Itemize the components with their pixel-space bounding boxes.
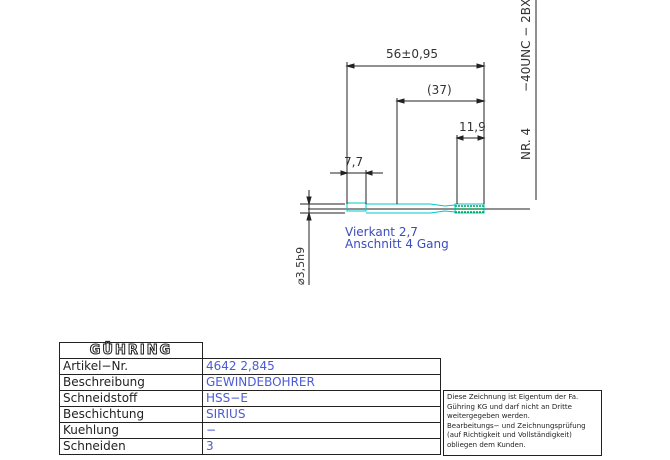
disclaimer-line: Gühring KG und darf nicht an Dritte <box>447 402 572 411</box>
row-value: 3 <box>202 438 441 455</box>
note-chamfer: Anschnitt 4 Gang <box>345 237 449 251</box>
neck-taper <box>429 203 456 207</box>
dimension-diameter <box>306 190 312 285</box>
dimension-square-length <box>330 170 383 176</box>
row-value: SIRIUS <box>202 406 441 423</box>
ownership-disclaimer: Diese Zeichnung ist Eigentum der Fa. Güh… <box>443 390 602 456</box>
title-block-row: Schneiden 3 <box>59 438 441 455</box>
overall-length-label: 56±0,95 <box>386 47 438 61</box>
thread-spec-label: −40UNC − 2BX <box>519 0 533 92</box>
row-label: Artikel−Nr. <box>59 358 203 375</box>
dimension-shank-length <box>395 98 486 104</box>
row-value: − <box>202 422 441 439</box>
thread-section <box>454 203 485 214</box>
square-length-label: 7,7 <box>344 155 363 169</box>
note-square: Vierkant 2,7 <box>345 225 418 239</box>
title-block-row: Artikel−Nr. 4642 2,845 <box>59 358 441 375</box>
dimension-overall-length <box>345 63 486 69</box>
dimension-thread-length <box>455 135 486 141</box>
row-label: Beschichtung <box>59 406 203 423</box>
title-block-row: Beschichtung SIRIUS <box>59 406 441 423</box>
diameter-label: ⌀3,5h9 <box>294 247 307 285</box>
row-label: Beschreibung <box>59 374 203 391</box>
row-label: Kuehlung <box>59 422 203 439</box>
tool-body <box>346 202 456 214</box>
disclaimer-line: Bearbeitungs− und Zeichnungsprüfung <box>447 421 586 430</box>
shank-length-label: (37) <box>427 83 452 97</box>
neck-taper-bottom <box>429 210 456 214</box>
disclaimer-line: weitergegeben werden. <box>447 412 530 420</box>
extension-lines <box>346 62 485 204</box>
disclaimer-line: obliegen dem Kunden. <box>447 440 526 449</box>
title-block: GÜHRING Artikel−Nr. 4642 2,845 Beschreib… <box>59 342 441 455</box>
row-label: Schneidstoff <box>59 390 203 407</box>
disclaimer-line: Diese Zeichnung ist Eigentum der Fa. <box>447 393 579 401</box>
title-block-row: Kuehlung − <box>59 422 441 439</box>
row-value: 4642 2,845 <box>202 358 441 375</box>
title-block-header: GÜHRING <box>59 342 441 359</box>
nr-label: NR. 4 <box>519 128 533 160</box>
disclaimer-line: (auf Richtigkeit und Vollständigkeit) <box>447 431 572 439</box>
title-block-row: Beschreibung GEWINDEBOHRER <box>59 374 441 391</box>
square-end <box>346 202 367 212</box>
row-value: HSS−E <box>202 390 441 407</box>
thread-length-label: 11,9 <box>459 120 486 134</box>
brand-logo: GÜHRING <box>59 342 203 359</box>
row-label: Schneiden <box>59 438 203 455</box>
title-block-row: Schneidstoff HSS−E <box>59 390 441 407</box>
row-value: GEWINDEBOHRER <box>202 374 441 391</box>
